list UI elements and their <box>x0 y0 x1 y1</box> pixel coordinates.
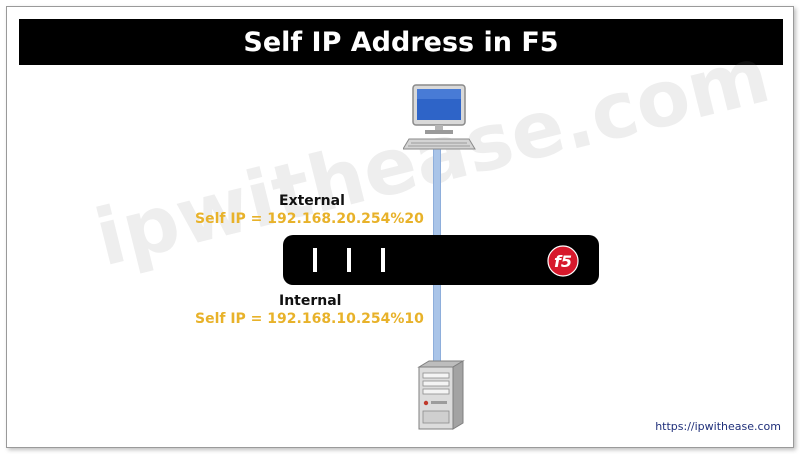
f5-device: f5 <box>283 235 599 285</box>
server-tower-icon <box>417 360 465 430</box>
internal-self-ip: Self IP = 192.168.10.254%10 <box>195 311 424 327</box>
source-url[interactable]: https://ipwithease.com <box>655 420 781 433</box>
device-port <box>313 248 317 272</box>
device-port <box>347 248 351 272</box>
f5-logo-icon: f5 <box>547 245 579 277</box>
external-self-ip: Self IP = 192.168.20.254%20 <box>195 211 424 227</box>
device-port <box>381 248 385 272</box>
internal-label: Internal <box>279 293 342 309</box>
slide-frame: Self IP Address in F5 ipwithease.com Ext… <box>6 6 794 448</box>
external-label: External <box>279 193 345 209</box>
desktop-computer-icon <box>403 84 476 150</box>
page-title: Self IP Address in F5 <box>19 19 783 65</box>
f5-logo-text: f5 <box>554 252 572 271</box>
